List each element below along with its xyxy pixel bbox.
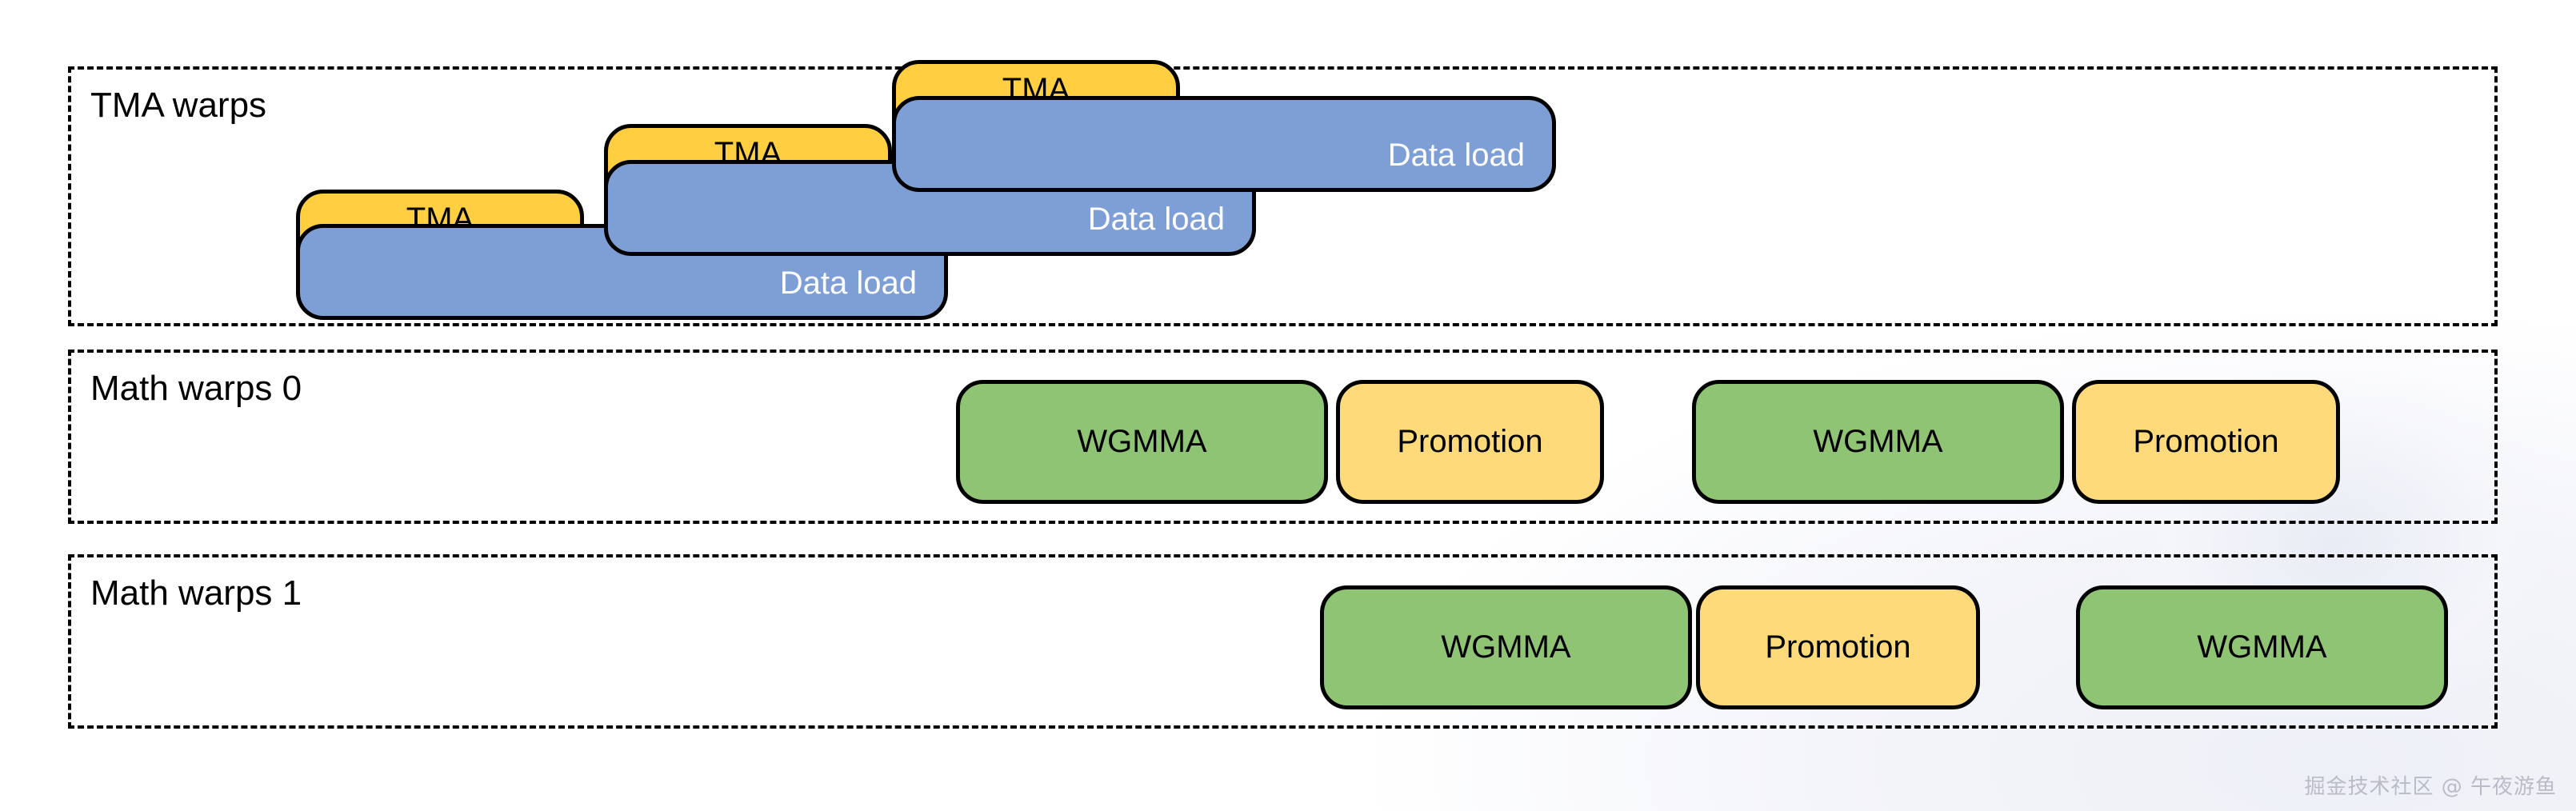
lane-box-0 bbox=[68, 66, 2498, 326]
wgmma-block: WGMMA bbox=[2076, 585, 2448, 709]
lane-box-2 bbox=[68, 554, 2498, 729]
promotion-block: Promotion bbox=[1696, 585, 1980, 709]
wgmma-block: WGMMA bbox=[1320, 585, 1692, 709]
lane-box-1 bbox=[68, 350, 2498, 524]
lane-title: Math warps 0 bbox=[90, 369, 302, 408]
promotion-block: Promotion bbox=[2072, 380, 2340, 504]
wgmma-block: WGMMA bbox=[956, 380, 1328, 504]
watermark-label: 掘金技术社区 @ 午夜游鱼 bbox=[2304, 775, 2557, 799]
wgmma-block: WGMMA bbox=[1692, 380, 2064, 504]
promotion-block: Promotion bbox=[1336, 380, 1604, 504]
lane-title: Math warps 1 bbox=[90, 573, 302, 613]
lane-title: TMA warps bbox=[90, 86, 267, 125]
data-load-block: Data load bbox=[892, 96, 1556, 192]
